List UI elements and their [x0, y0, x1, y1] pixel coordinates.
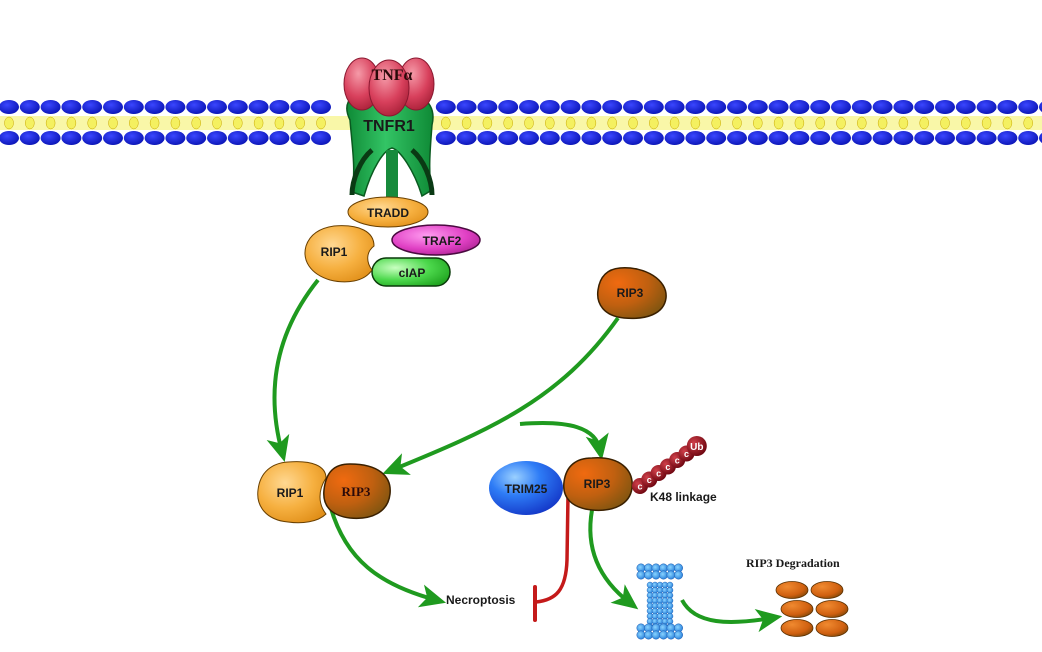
- rip3-degradation-label: RIP3 Degradation: [746, 556, 840, 570]
- rip3-free-label: RIP3: [617, 286, 644, 300]
- svg-text:c: c: [637, 482, 642, 492]
- lipid: [123, 100, 144, 145]
- rip3-fragment: [815, 619, 849, 637]
- lipid: [61, 100, 82, 145]
- lipid: [893, 100, 914, 145]
- lipid: [0, 100, 19, 145]
- lipid: [831, 100, 851, 145]
- lipid: [727, 100, 747, 145]
- rip3-fragment: [810, 581, 844, 599]
- arrow-rip1-to-complex: [266, 278, 320, 463]
- lipid: [269, 100, 290, 145]
- cell-membrane: [0, 100, 1042, 145]
- lipid: [581, 100, 602, 145]
- lipid: [935, 100, 955, 145]
- lipid: [19, 100, 40, 145]
- lipid: [519, 100, 539, 145]
- lipid: [227, 100, 248, 145]
- lipid: [40, 100, 61, 145]
- svg-text:c: c: [665, 462, 670, 472]
- k48-linkage-label: K48 linkage: [650, 490, 717, 504]
- lipid: [311, 100, 331, 145]
- rip3-protein-ubiquitinated: [563, 457, 633, 512]
- trim25-label: TRIM25: [505, 482, 548, 496]
- arrows: [266, 278, 783, 633]
- rip3-fragments: [775, 581, 849, 637]
- lipid: [789, 100, 810, 145]
- lipid: [144, 100, 165, 145]
- lipid: [602, 100, 623, 145]
- rip1-top-label: RIP1: [321, 245, 348, 259]
- lipid: [290, 100, 311, 145]
- trim25-rip3-complex: TRIM25 RIP3: [489, 457, 633, 515]
- lipid: [82, 100, 103, 145]
- lipid: [435, 100, 456, 145]
- lipid: [643, 100, 664, 145]
- traf2-label: TRAF2: [423, 234, 462, 248]
- lipid: [539, 100, 560, 145]
- lipid: [248, 100, 269, 145]
- necroptosis-label: Necroptosis: [446, 593, 516, 607]
- tradd-protein: TRADD: [347, 196, 429, 228]
- lipid: [207, 100, 227, 145]
- svg-text:c: c: [656, 469, 661, 479]
- lipid: [477, 100, 498, 145]
- rip1-complex-label: RIP1: [277, 486, 304, 500]
- lipid: [851, 100, 872, 145]
- arrow-rip3-to-proteasome: [588, 509, 639, 610]
- lipid: [976, 100, 997, 145]
- ciap-protein: cIAP: [371, 257, 451, 287]
- traf2-protein: TRAF2: [391, 224, 481, 256]
- lipid: [810, 100, 831, 145]
- ubiquitin-head: Ub: [686, 436, 707, 456]
- lipid: [664, 100, 685, 145]
- rip3-complex-label: RIP3: [342, 484, 371, 499]
- trim25-protein: [489, 461, 563, 515]
- lipid: [706, 100, 727, 145]
- ub-label: Ub: [690, 442, 703, 453]
- rip3-fragment: [775, 581, 809, 599]
- lipid: [747, 100, 768, 145]
- arrow-proteasome-to-degradation: [680, 598, 783, 633]
- lipid: [623, 100, 643, 145]
- lipid: [955, 100, 976, 145]
- rip3-protein-free: RIP3: [596, 267, 667, 320]
- lipid: [1039, 102, 1042, 143]
- tnfa-ligand: TNFα: [343, 57, 435, 117]
- lipid: [872, 100, 893, 145]
- arrow-rip3-to-trim25-complex: [519, 421, 609, 461]
- svg-text:c: c: [684, 449, 689, 459]
- lipid: [456, 100, 477, 145]
- arrow-complex-to-necroptosis: [328, 504, 447, 608]
- svg-text:c: c: [675, 456, 680, 466]
- lipid: [1018, 100, 1039, 145]
- svg-text:c: c: [647, 475, 652, 485]
- lipid: [685, 100, 706, 145]
- rip1-rip3-complex: RIP1 RIP3: [257, 461, 391, 524]
- arrow-rip3-to-complex: [382, 316, 620, 475]
- lipid: [560, 100, 581, 145]
- tnfr1-receptor: TNFR1: [346, 87, 435, 198]
- lipid: [103, 100, 123, 145]
- lipid: [165, 100, 186, 145]
- rip3-fragment: [815, 600, 849, 618]
- lipid: [498, 100, 519, 145]
- ciap-label: cIAP: [399, 266, 426, 280]
- rip1-protein-receptor: RIP1: [304, 225, 375, 283]
- inhibition-trim25-necroptosis: [535, 495, 570, 604]
- tradd-label: TRADD: [367, 206, 409, 220]
- proteasome: [636, 563, 683, 640]
- rip3-ub-label: RIP3: [584, 477, 611, 491]
- tnfa-label: TNFα: [372, 67, 413, 84]
- rip3-fragment: [780, 619, 814, 637]
- lipid: [768, 100, 789, 145]
- lipid: [914, 100, 935, 145]
- rip3-fragment: [780, 600, 814, 618]
- tnfr1-label: TNFR1: [363, 118, 415, 135]
- lipid: [997, 100, 1018, 145]
- lipid: [186, 100, 207, 145]
